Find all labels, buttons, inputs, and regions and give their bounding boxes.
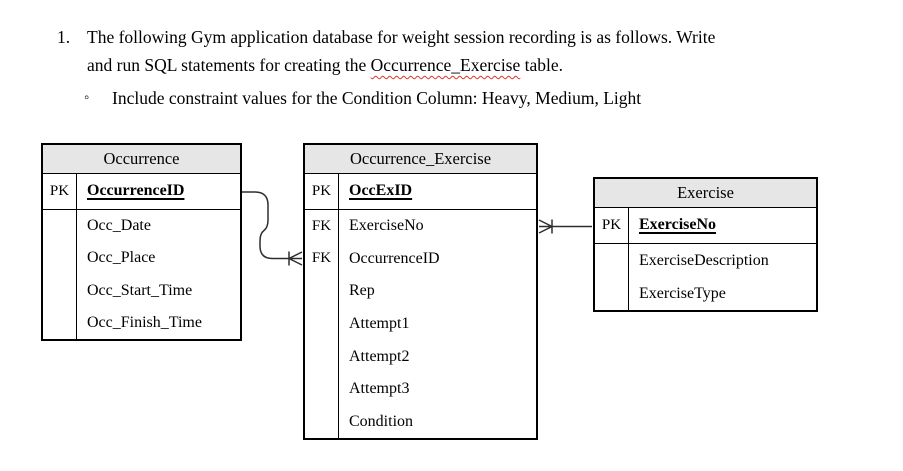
misspelled-word: Occurrence_Exercise xyxy=(370,55,521,75)
field-name: Attempt2 xyxy=(349,347,410,365)
field-name: Occ_Date xyxy=(87,217,151,235)
field-name: ExerciseNo xyxy=(349,217,424,235)
entity-table-occurrence: Occurrence PK OccurrenceID Occ_Date Occ_… xyxy=(41,143,242,341)
question-line-2-prefix: and run SQL statements for creating the xyxy=(87,55,371,75)
table-body: FK ExerciseNo FK OccurrenceID Rep Attemp… xyxy=(305,210,536,439)
table-row: Condition xyxy=(305,405,536,439)
table-row: Occ_Place xyxy=(43,242,240,275)
table-row: ExerciseType xyxy=(595,277,816,310)
field-name: Rep xyxy=(349,282,375,300)
table-body: ExerciseDescription ExerciseType xyxy=(595,244,816,310)
fk-label: FK xyxy=(305,242,339,276)
pk-label: PK xyxy=(43,173,77,209)
key-label xyxy=(595,277,629,310)
pk-label: PK xyxy=(305,173,339,209)
question-line-2-suffix: table. xyxy=(520,55,564,75)
table-row: PK ExerciseNo xyxy=(595,207,816,244)
question-line-1: The following Gym application database f… xyxy=(87,27,716,47)
key-label xyxy=(305,405,339,439)
key-label xyxy=(43,210,77,243)
field-name: OccurrenceID xyxy=(349,249,440,267)
pk-field: OccExID xyxy=(349,182,413,200)
table-row: Attempt2 xyxy=(305,340,536,373)
field-name: ExerciseDescription xyxy=(639,251,769,269)
field-name: Condition xyxy=(349,412,414,430)
table-title: Exercise xyxy=(595,179,816,208)
table-title: Occurrence_Exercise xyxy=(305,145,536,174)
table-row: ExerciseDescription xyxy=(595,244,816,277)
table-row: Attempt3 xyxy=(305,372,536,406)
pk-field: OccurrenceID xyxy=(87,182,185,200)
field-name: Attempt3 xyxy=(349,380,410,398)
table-row: FK ExerciseNo xyxy=(305,210,536,243)
key-label xyxy=(305,275,339,308)
bullet-text: Include constraint values for the Condit… xyxy=(112,88,642,108)
field-name: Occ_Place xyxy=(87,249,156,267)
question-block: 1. The following Gym application databas… xyxy=(57,23,715,112)
table-row: Occ_Finish_Time xyxy=(43,306,240,339)
entity-table-exercise: Exercise PK ExerciseNo ExerciseDescripti… xyxy=(593,177,818,312)
pk-field: ExerciseNo xyxy=(639,216,717,234)
table-row: PK OccExID xyxy=(305,173,536,210)
question-line-2: and run SQL statements for creating the … xyxy=(87,51,715,79)
field-name: Attempt1 xyxy=(349,315,410,333)
key-label xyxy=(305,372,339,406)
table-row: Attempt1 xyxy=(305,307,536,341)
question-text: The following Gym application database f… xyxy=(87,23,715,79)
entity-table-occurrence-exercise: Occurrence_Exercise PK OccExID FK Exerci… xyxy=(303,143,538,440)
table-row: Occ_Start_Time xyxy=(43,274,240,307)
field-name: Occ_Start_Time xyxy=(87,281,193,299)
table-title: Occurrence xyxy=(43,145,240,174)
table-row: Rep xyxy=(305,275,536,308)
bullet-icon: ◦ xyxy=(84,90,90,106)
key-label xyxy=(305,340,339,373)
crow-foot-icon xyxy=(288,251,303,266)
key-label xyxy=(595,244,629,277)
table-row: PK OccurrenceID xyxy=(43,173,240,210)
key-label xyxy=(43,242,77,275)
table-row: Occ_Date xyxy=(43,210,240,243)
key-label xyxy=(43,274,77,307)
field-name: Occ_Finish_Time xyxy=(87,313,202,331)
crow-foot-icon xyxy=(538,219,553,234)
pk-label: PK xyxy=(595,207,629,243)
question-number: 1. xyxy=(57,27,71,47)
key-label xyxy=(305,307,339,341)
table-body: Occ_Date Occ_Place Occ_Start_Time Occ_Fi… xyxy=(43,210,240,339)
table-row: FK OccurrenceID xyxy=(305,242,536,276)
field-name: ExerciseType xyxy=(639,284,726,302)
connector-occurrence-to-occurrence-exercise xyxy=(242,191,289,260)
fk-label: FK xyxy=(305,210,339,243)
bullet-item: ◦ Include constraint values for the Cond… xyxy=(57,84,715,112)
key-label xyxy=(43,306,77,339)
